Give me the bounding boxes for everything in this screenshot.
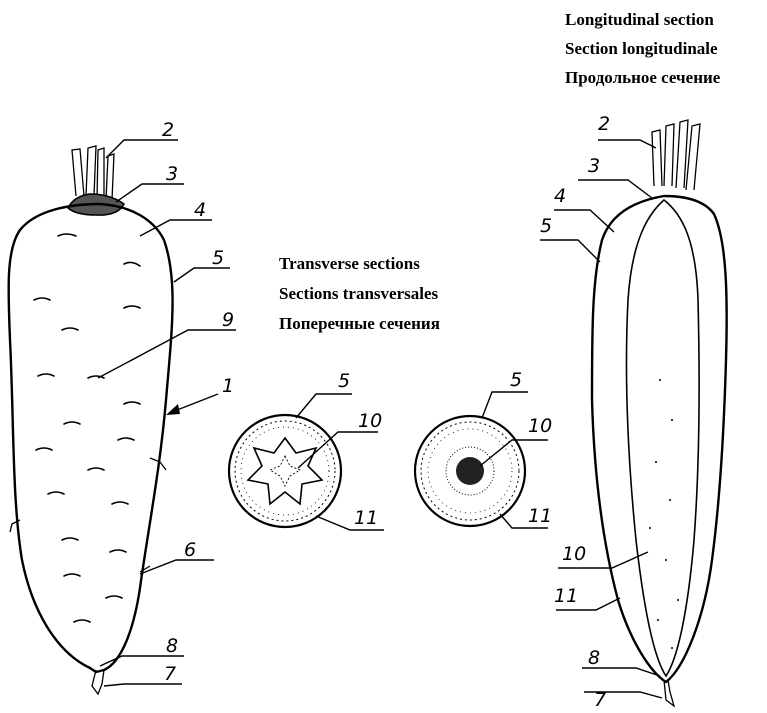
label-whole-2: 2 [162,119,174,141]
transverse-sections-title: Transverse sections Sections transversal… [279,254,440,333]
label-long-11: 11 [554,585,578,607]
whole-stem-2 [86,146,96,196]
leader-long-8 [582,668,660,676]
transverse-title-fr: Sections transversales [279,284,439,303]
cross-b-core [456,457,484,485]
whole-stem-3 [97,148,104,198]
transverse-title-en: Transverse sections [279,254,420,273]
label-whole-1: 1 [222,375,234,397]
label-whole-7: 7 [164,663,176,685]
label-cross-b-10: 10 [528,415,552,437]
label-long-5: 5 [540,215,552,237]
whole-stem-4 [106,154,114,200]
longitudinal-title-en: Longitudinal section [565,10,714,29]
leader-long-3 [578,180,652,198]
long-stem-3 [676,120,688,188]
whole-body-outline [9,204,173,672]
leader-cross-b-5 [482,392,528,418]
arrow-whole-1-head [166,404,180,415]
label-long-8: 8 [588,647,600,669]
label-cross-b-11: 11 [528,505,552,527]
label-whole-8: 8 [166,635,178,657]
longitudinal-title-fr: Section longitudinale [565,39,718,58]
longitudinal-section-title: Longitudinal section Section longitudina… [565,10,721,87]
long-stem-4 [686,124,700,190]
label-whole-4: 4 [194,199,206,221]
label-cross-a-10: 10 [358,410,382,432]
leader-whole-3 [116,184,184,202]
whole-carrot: 2 3 4 5 9 1 6 8 7 [9,119,236,694]
cross-section-round: 5 10 11 [415,369,552,528]
transverse-title-ru: Поперечные сечения [279,314,440,333]
label-long-4: 4 [554,185,566,207]
leader-long-5 [540,240,600,262]
longitudinal-carrot: 2 3 4 5 10 11 8 7 [540,113,727,711]
label-long-7: 7 [594,689,606,711]
long-tail [664,680,674,706]
long-stem-1 [652,130,662,186]
long-inner-outline [626,200,699,676]
long-core-dots [649,379,679,649]
label-long-10: 10 [562,543,586,565]
label-whole-3: 3 [166,163,178,185]
leader-long-2 [598,140,656,148]
label-long-2: 2 [598,113,610,135]
leader-whole-9 [98,330,236,378]
label-whole-9: 9 [222,309,234,331]
label-long-3: 3 [588,155,600,177]
longitudinal-title-ru: Продольное сечение [565,68,721,87]
leader-cross-a-5 [296,394,352,418]
whole-lenticels [34,234,140,622]
label-whole-6: 6 [184,539,196,561]
leader-whole-6 [140,560,214,574]
label-cross-b-5: 5 [510,369,522,391]
whole-tail [92,670,104,694]
leader-whole-5 [174,268,230,282]
label-cross-a-11: 11 [354,507,378,529]
whole-stem-1 [72,149,84,196]
label-whole-5: 5 [212,247,224,269]
leader-long-4 [554,210,614,232]
long-outer-outline [592,196,727,682]
label-cross-a-5: 5 [338,370,350,392]
long-stem-2 [664,124,674,186]
leader-whole-2 [106,140,178,158]
cross-section-star: 5 10 11 [229,370,384,530]
